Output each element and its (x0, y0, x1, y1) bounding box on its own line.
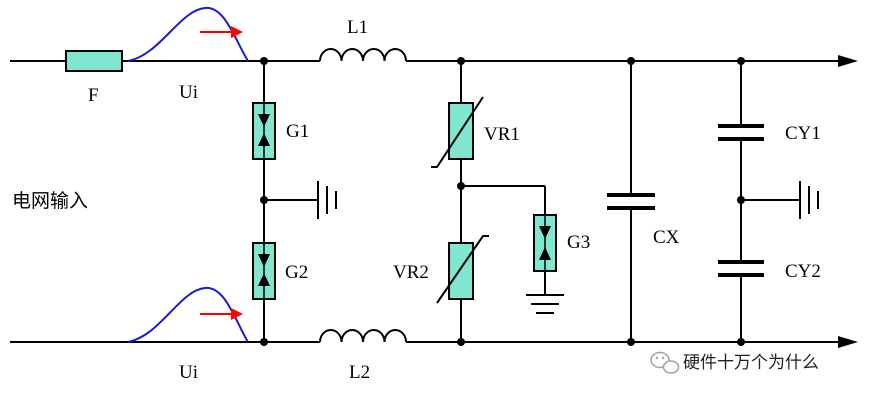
gas-discharge-tube-G1 (252, 102, 276, 160)
varistor-VR2 (436, 235, 489, 304)
vr2-label: VR2 (393, 262, 429, 283)
bottom-line (10, 336, 858, 348)
varistor-VR1 (431, 96, 484, 168)
top-line (10, 55, 858, 67)
inductor-L2 (319, 329, 407, 343)
vr1-label: VR1 (484, 124, 520, 145)
cy1-label: CY1 (785, 123, 821, 144)
bottom-output-arrow (838, 336, 858, 348)
cy2-label: CY2 (785, 261, 821, 282)
surge-curve-bottom (127, 286, 249, 343)
gas-discharge-tube-G2 (252, 242, 276, 300)
watermark-text: 硬件十万个为什么 (683, 353, 819, 373)
g1-label: G1 (286, 121, 309, 142)
inductor-L1 (319, 48, 407, 62)
g3-label: G3 (567, 232, 590, 253)
gas-discharge-tube-G3 (533, 214, 557, 272)
l1-label: L1 (347, 17, 368, 38)
ui-top-label: Ui (179, 82, 198, 103)
gas-tube-column (260, 57, 337, 346)
capacitor-CX (607, 57, 655, 346)
fuse-F (65, 50, 123, 72)
surge-arrow-top (200, 26, 243, 38)
surge-arrow-bottom (200, 308, 243, 320)
cx-label: CX (653, 227, 680, 248)
g2-label: G2 (285, 262, 308, 283)
surge-curve-top (127, 6, 249, 62)
varistor-column (457, 57, 564, 346)
input-label: 电网输入 (12, 190, 88, 212)
ui-bottom-label: Ui (179, 362, 198, 383)
top-output-arrow (838, 55, 858, 67)
wechat-icon (650, 351, 680, 374)
fuse-label: F (88, 85, 99, 106)
watermark: 硬件十万个为什么 (650, 351, 819, 374)
capacitor-CY-column (718, 57, 819, 346)
l2-label: L2 (349, 362, 370, 383)
